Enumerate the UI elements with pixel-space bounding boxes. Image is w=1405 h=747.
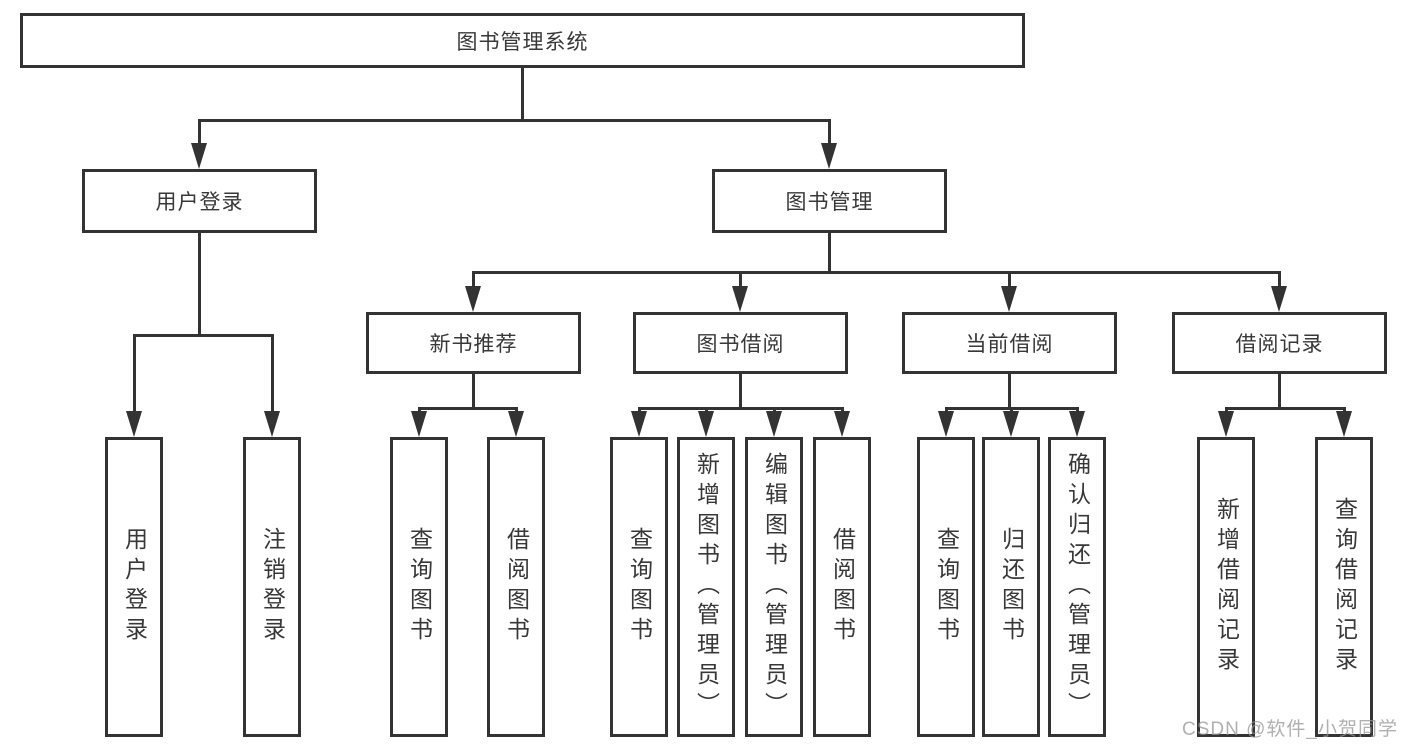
leaf-query-books: 查询图书 [610, 437, 668, 737]
leaf-label: 用户登录 [121, 527, 148, 647]
arrowhead [465, 286, 481, 312]
connector-line [1225, 407, 1346, 410]
leaf-confirm-return-admin: 确认归还（管理员） [1048, 437, 1106, 737]
node-user-login: 用户登录 [82, 169, 317, 233]
arrowhead [126, 411, 142, 437]
connector-line [198, 119, 201, 147]
node-current-borrowing: 当前借阅 [902, 312, 1117, 374]
connector-line [1278, 374, 1281, 410]
connector-line [472, 374, 475, 410]
connector-line [133, 334, 136, 413]
node-borrowing-records: 借阅记录 [1172, 312, 1387, 374]
connector-line [472, 271, 1280, 274]
connector-line [472, 271, 475, 288]
arrowhead [508, 411, 524, 437]
arrowhead [938, 411, 954, 437]
arrowhead [631, 411, 647, 437]
connector-line [198, 119, 831, 122]
arrowhead [1003, 411, 1019, 437]
leaf-label: 查询借阅记录 [1331, 497, 1358, 677]
leaf-add-book-admin: 新增图书（管理员） [677, 437, 735, 737]
leaf-label: 查询图书 [933, 527, 960, 647]
connector-line [1008, 271, 1011, 288]
connector-line [271, 334, 274, 413]
leaf-label: 新增借阅记录 [1213, 497, 1240, 677]
leaf-query-books: 查询图书 [917, 437, 975, 737]
arrowhead [191, 143, 207, 169]
leaf-label: 归还图书 [998, 527, 1025, 647]
arrowhead [1336, 411, 1352, 437]
node-book-borrowing: 图书借阅 [633, 312, 848, 374]
leaf-edit-book-admin: 编辑图书（管理员） [745, 437, 803, 737]
leaf-label: 注销登录 [259, 527, 286, 647]
arrowhead [766, 411, 782, 437]
arrowhead [1218, 411, 1234, 437]
leaf-label: 查询图书 [626, 527, 653, 647]
connector-line [828, 119, 831, 147]
leaf-label: 新增图书（管理员） [693, 452, 720, 722]
connector-line [828, 233, 831, 274]
connector-line [638, 407, 844, 410]
leaf-label: 编辑图书（管理员） [761, 452, 788, 722]
leaf-label: 借阅图书 [503, 527, 530, 647]
arrowhead [1001, 286, 1017, 312]
leaf-label: 确认归还（管理员） [1064, 452, 1091, 722]
arrowhead [1271, 286, 1287, 312]
node-book-management: 图书管理 [712, 169, 947, 233]
connector-line [739, 374, 742, 410]
connector-line [739, 271, 742, 288]
connector-line [418, 407, 518, 410]
leaf-logout: 注销登录 [243, 437, 301, 737]
arrowhead [411, 411, 427, 437]
leaf-add-borrow-record: 新增借阅记录 [1197, 437, 1255, 737]
node-new-book-recommend: 新书推荐 [366, 312, 581, 374]
leaf-user-login: 用户登录 [105, 437, 163, 737]
node-book-management-system: 图书管理系统 [20, 13, 1025, 68]
watermark-text: CSDN @软件_小贺同学 [1182, 719, 1398, 740]
connector-line [1278, 271, 1281, 288]
leaf-borrow-books: 借阅图书 [487, 437, 545, 737]
leaf-borrow-books: 借阅图书 [813, 437, 871, 737]
arrowhead [821, 143, 837, 169]
connector-line [198, 233, 201, 337]
leaf-query-books: 查询图书 [390, 437, 448, 737]
leaf-query-borrow-record: 查询借阅记录 [1315, 437, 1373, 737]
arrowhead [834, 411, 850, 437]
connector-line [133, 334, 273, 337]
leaf-label: 借阅图书 [829, 527, 856, 647]
arrowhead [698, 411, 714, 437]
arrowhead [732, 286, 748, 312]
leaf-label: 查询图书 [406, 527, 433, 647]
leaf-return-book: 归还图书 [982, 437, 1040, 737]
connector-line [1008, 374, 1011, 410]
arrowhead [1069, 411, 1085, 437]
arrowhead [264, 411, 280, 437]
connector-line [521, 68, 524, 122]
